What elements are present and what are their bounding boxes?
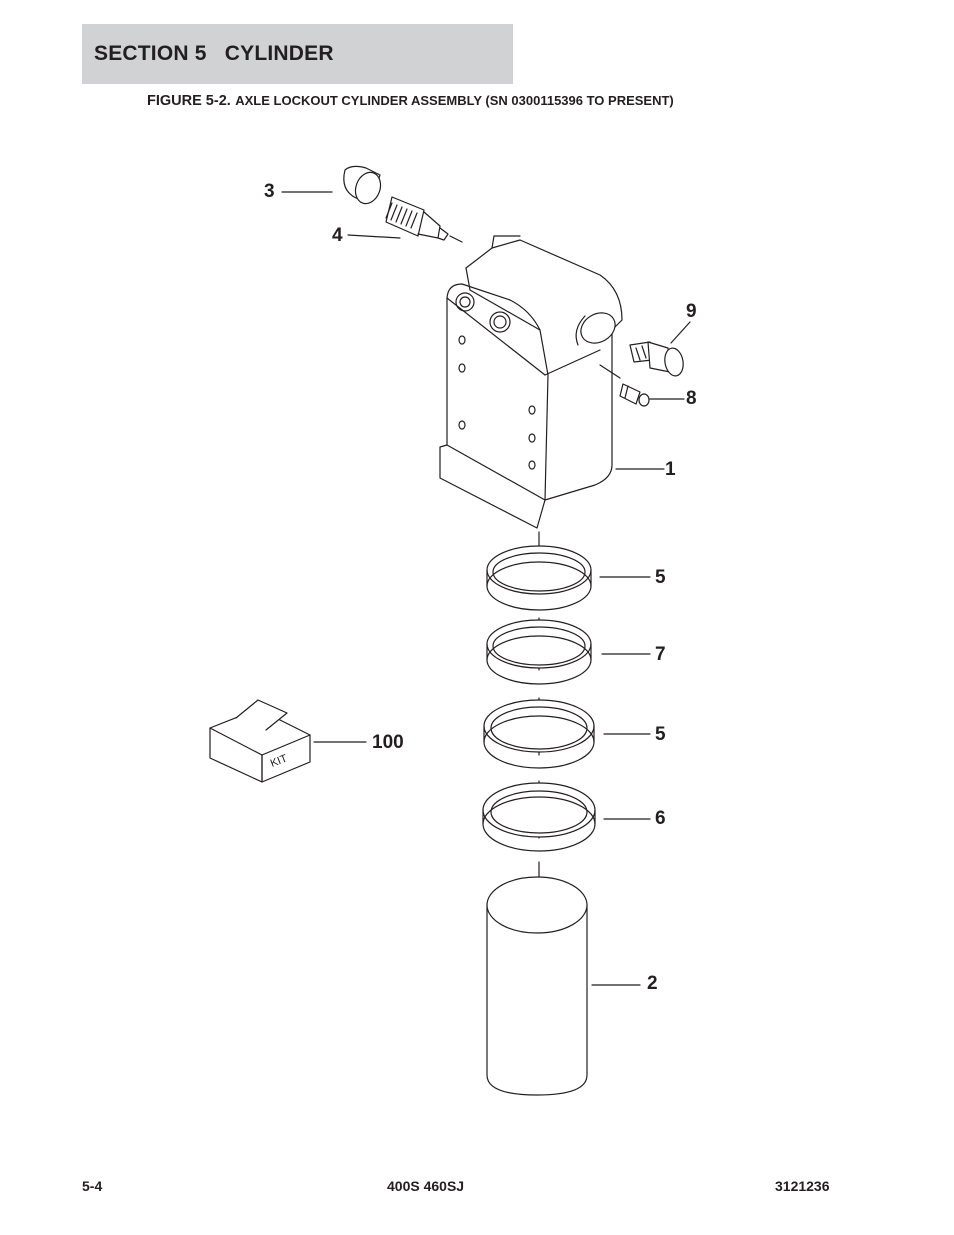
part-1-cylinder-block bbox=[439, 235, 623, 529]
callout-9: 9 bbox=[686, 301, 697, 322]
callout-5-lower: 5 bbox=[655, 724, 666, 745]
section-header-band: SECTION 5 CYLINDER bbox=[82, 24, 513, 84]
footer-model: 400S 460SJ bbox=[387, 1178, 465, 1194]
leader-line-4 bbox=[347, 234, 401, 239]
callout-6: 6 bbox=[655, 808, 666, 829]
figure-number: FIGURE 5-2. bbox=[147, 93, 231, 109]
part-6-wiper bbox=[482, 782, 596, 852]
part-5-seal-lower bbox=[483, 699, 595, 769]
leader-line-9 bbox=[670, 321, 691, 344]
part-4-fitting bbox=[385, 196, 463, 243]
callout-4: 4 bbox=[332, 225, 343, 246]
part-3-plug bbox=[343, 165, 382, 205]
footer-page-number: 5-4 bbox=[82, 1178, 103, 1194]
part-5-seal-upper bbox=[486, 545, 592, 611]
part-8-fitting bbox=[619, 383, 650, 407]
callout-5-upper: 5 bbox=[655, 567, 666, 588]
callout-2: 2 bbox=[647, 973, 658, 994]
callout-100: 100 bbox=[372, 732, 404, 753]
part-100-kit-box: KIT bbox=[209, 699, 311, 783]
kit-label: KIT bbox=[269, 752, 290, 769]
part-7-ring bbox=[486, 619, 592, 685]
callout-3: 3 bbox=[264, 181, 275, 202]
figure-caption: FIGURE 5-2. AXLE LOCKOUT CYLINDER ASSEMB… bbox=[147, 92, 674, 110]
part-2-rod bbox=[486, 876, 588, 1096]
callout-1: 1 bbox=[665, 459, 676, 480]
footer-doc-number: 3121236 bbox=[775, 1178, 830, 1194]
callout-8: 8 bbox=[686, 388, 697, 409]
figure-title: AXLE LOCKOUT CYLINDER ASSEMBLY (SN 03001… bbox=[235, 93, 674, 108]
part-9-valve bbox=[629, 341, 684, 377]
callout-7: 7 bbox=[655, 644, 666, 665]
section-title: SECTION 5 CYLINDER bbox=[94, 42, 334, 65]
